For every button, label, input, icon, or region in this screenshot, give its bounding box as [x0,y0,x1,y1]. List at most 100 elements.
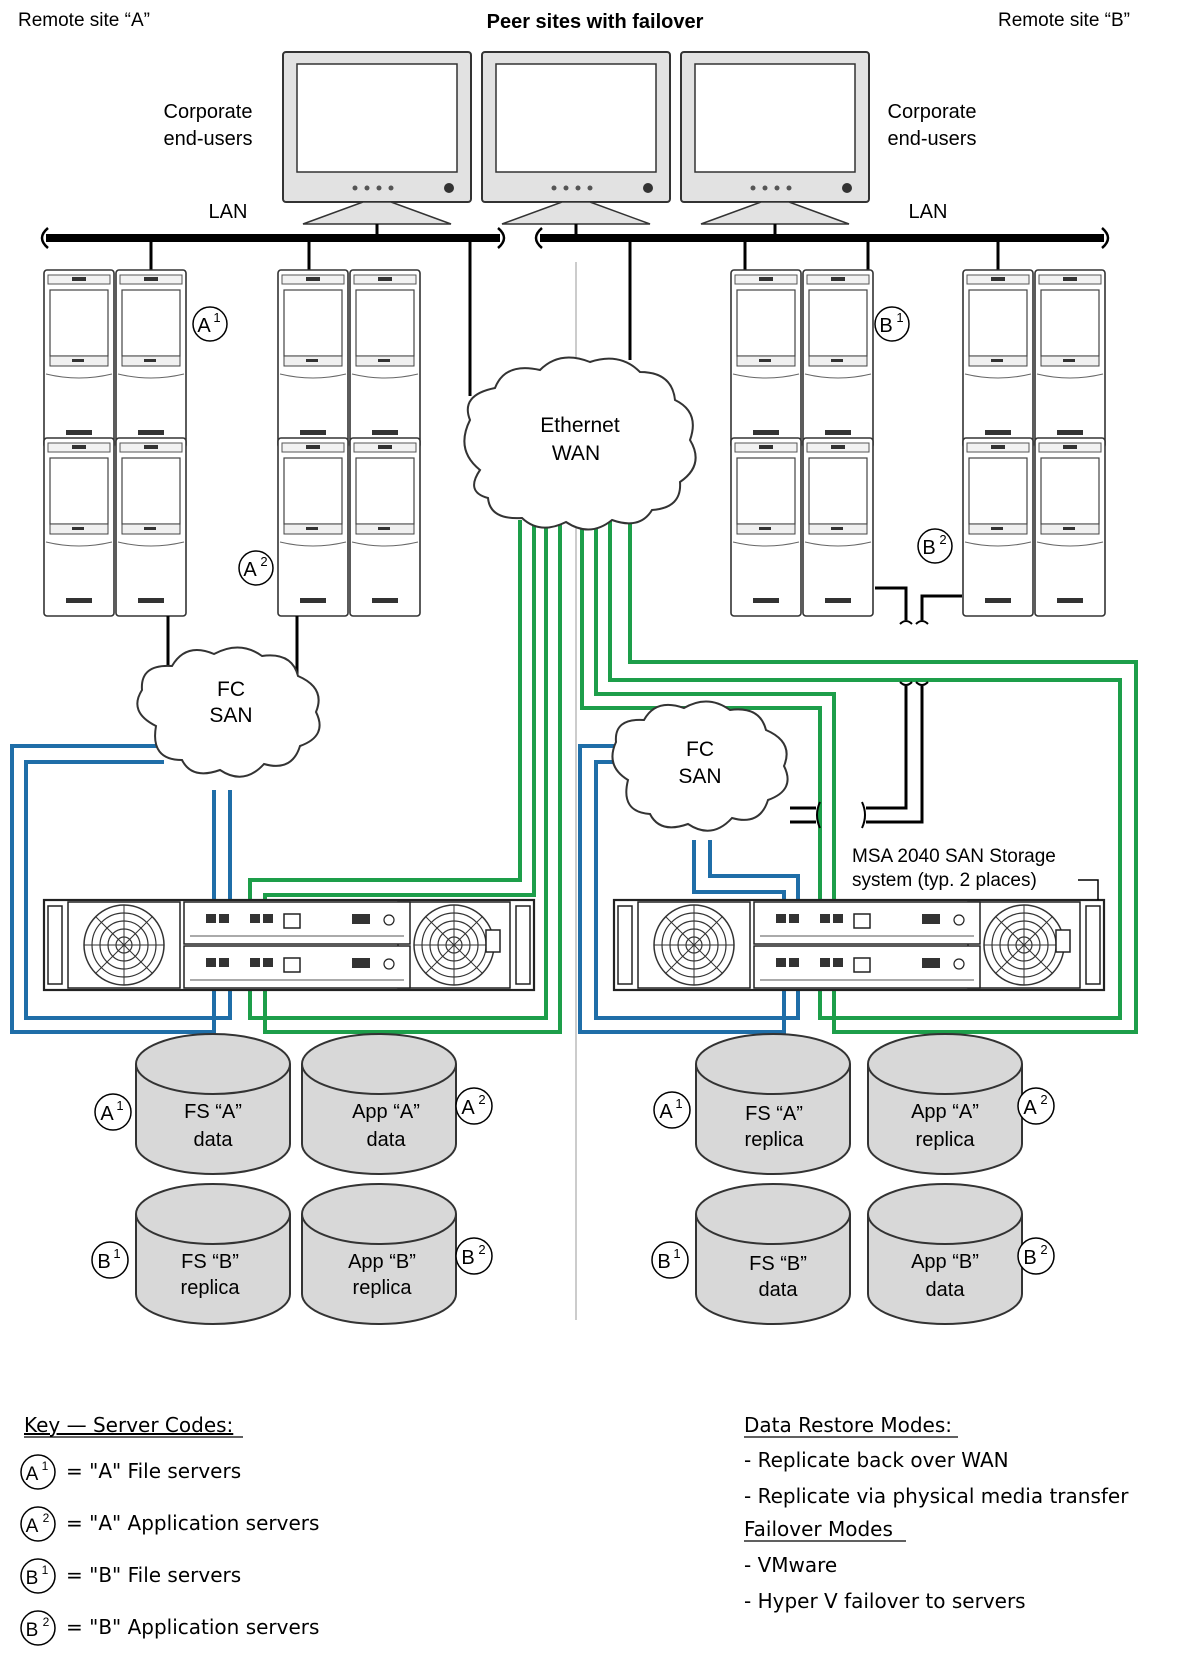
svg-text:2: 2 [260,554,267,569]
monitor-icon [282,51,472,225]
ethernet-wan-cloud: Ethernet WAN [463,356,697,531]
svg-text:2: 2 [43,1511,50,1525]
restore-failover-notes: Data Restore Modes: - Replicate back ove… [744,1413,1129,1613]
svg-text:2: 2 [478,1092,485,1107]
svg-text:replica: replica [916,1129,976,1151]
svg-text:data: data [926,1279,966,1301]
msa-label-line2: system (typ. 2 places) [852,870,1037,891]
svg-text:1: 1 [673,1246,680,1261]
svg-text:1: 1 [42,1459,49,1473]
msa-storage-b [614,900,1104,990]
corporate-users-b-line2: end-users [888,128,977,150]
svg-text:1: 1 [116,1098,123,1113]
svg-text:FS “A”: FS “A” [745,1103,803,1125]
restore-title: Data Restore Modes: [744,1413,952,1437]
svg-text:B: B [26,1568,39,1589]
fc-a-label-line1: FC [217,678,245,701]
svg-text:B: B [657,1251,670,1273]
svg-text:A: A [197,315,211,337]
wan-label-line2: WAN [552,442,600,465]
svg-text:App “B”: App “B” [911,1251,979,1273]
corporate-users-b-line1: Corporate [888,101,977,123]
key-item-b1: = "B" File servers [66,1563,241,1587]
svg-text:replica: replica [353,1277,413,1299]
fc-san-cloud-b: FC SAN [611,700,789,832]
svg-text:data: data [194,1129,234,1151]
svg-text:A: A [461,1097,475,1119]
svg-text:A: A [243,559,257,581]
badge-b1: B 1 [651,1241,689,1279]
svg-text:1: 1 [42,1563,49,1577]
svg-text:FS “B”: FS “B” [749,1253,807,1275]
svg-text:2: 2 [43,1615,50,1629]
server-rack-a2 [277,269,421,617]
badge-a1: A 1 [653,1091,691,1129]
badge-a1: A 1 [94,1093,132,1131]
server-san-links [166,586,962,829]
monitor-icon [680,51,870,225]
volume-fs-a-data: FS “A” data [135,1033,291,1175]
monitor-icon [481,51,671,225]
volume-app-b-data: App “B” data [867,1183,1023,1325]
monitor-lan-drops [375,224,777,238]
svg-text:FS “A”: FS “A” [184,1101,242,1123]
key-title: Key — Server Codes: [24,1413,233,1437]
svg-text:1: 1 [896,310,903,325]
server-codes-key: Key — Server Codes: A 1 = "A" File serve… [20,1413,319,1646]
svg-text:FS “B”: FS “B” [181,1251,239,1273]
msa-label-line1: MSA 2040 SAN Storage [852,846,1056,867]
badge-b1: B 1 [91,1241,129,1279]
svg-text:B: B [26,1620,39,1641]
fc-a-label-line2: SAN [209,704,252,727]
server-lan-drops [149,238,1000,396]
fc-b-label-line2: SAN [678,765,721,788]
badge-b2: B 2 [455,1237,493,1275]
fc-links-b [578,744,800,1034]
badge-b2: B 2 [917,528,953,564]
site-a-label: Remote site “A” [18,10,150,31]
svg-text:B: B [461,1247,474,1269]
lan-a-label: LAN [209,201,248,223]
badge-a1: A 1 [192,306,228,342]
svg-text:App “A”: App “A” [911,1101,979,1123]
failover-item-2: - Hyper V failover to servers [744,1589,1026,1613]
svg-text:B: B [1023,1247,1036,1269]
svg-text:2: 2 [1040,1242,1047,1257]
svg-text:B: B [879,315,892,337]
failover-item-1: - VMware [744,1553,837,1577]
volume-fs-a-replica: FS “A” replica [695,1033,851,1175]
svg-text:App “B”: App “B” [348,1251,416,1273]
server-rack-b2 [962,269,1106,617]
fc-links-a [10,744,232,1034]
svg-text:replica: replica [745,1129,805,1151]
corporate-users-a-line2: end-users [164,128,253,150]
svg-text:B: B [97,1251,110,1273]
diagram-title: Peer sites with failover [487,11,704,33]
failover-title: Failover Modes [744,1517,893,1541]
svg-text:data: data [367,1129,407,1151]
site-b-label: Remote site “B” [998,10,1130,31]
svg-text:A: A [26,1464,39,1485]
lan-b-bus [534,227,1110,249]
svg-text:B: B [922,537,935,559]
server-rack-a1 [43,269,187,617]
fc-b-label-line1: FC [686,738,714,761]
msa-storage-a [44,900,534,990]
key-item-a2: = "A" Application servers [66,1511,319,1535]
volume-app-a-data: App “A” data [301,1033,457,1175]
key-item-b2: = "B" Application servers [66,1615,319,1639]
svg-text:A: A [1023,1097,1037,1119]
volume-app-b-replica: App “B” replica [301,1183,457,1325]
corporate-users-a-line1: Corporate [164,101,253,123]
badge-a2: A 2 [1017,1087,1055,1125]
svg-text:data: data [759,1279,799,1301]
lan-a-bus [40,227,506,249]
svg-text:2: 2 [478,1242,485,1257]
svg-text:A: A [659,1101,673,1123]
svg-text:App “A”: App “A” [352,1101,420,1123]
msa-label-leader [1078,879,1099,900]
server-rack-b1 [730,269,874,617]
lan-b-label: LAN [909,201,948,223]
svg-text:1: 1 [113,1246,120,1261]
